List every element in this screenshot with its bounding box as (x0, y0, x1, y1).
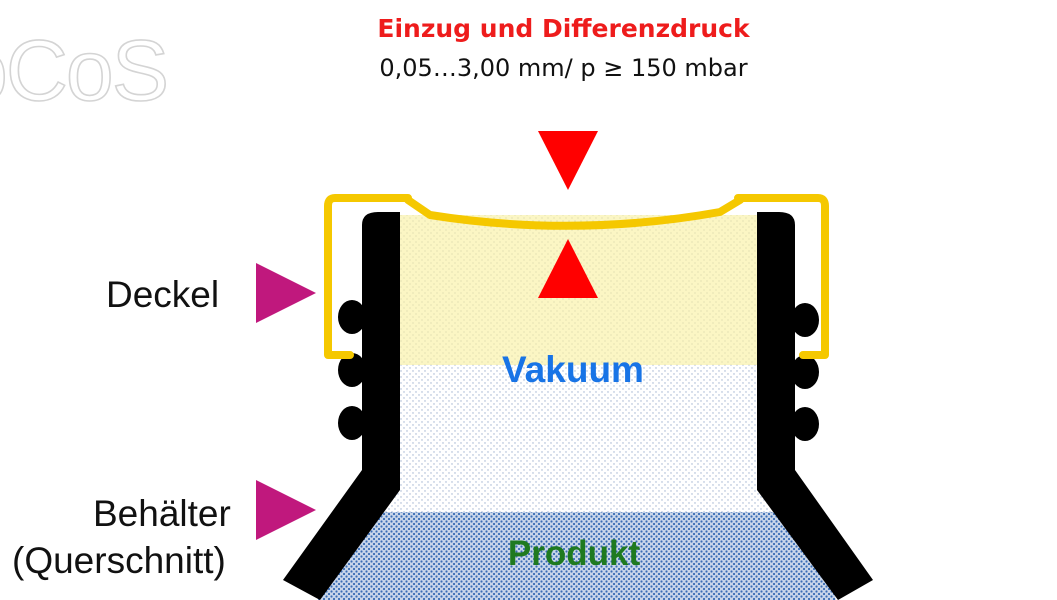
cross-section-label: (Querschnitt) (12, 540, 226, 581)
container-pointer-icon (256, 480, 316, 540)
lid (324, 194, 829, 359)
container-label: Behälter (93, 493, 231, 534)
container-left-wall (283, 212, 400, 600)
product-region (318, 512, 836, 600)
lid-pointer-icon (256, 263, 316, 323)
container-right-wall (757, 212, 873, 600)
watermark-logo: oCoS (0, 23, 167, 119)
vacuum-label: Vakuum (502, 349, 644, 390)
diagram-title: Einzug und Differenzdruck (377, 14, 750, 43)
arrow-down-icon (538, 131, 598, 190)
product-label: Produkt (508, 534, 641, 573)
lid-label: Deckel (106, 274, 220, 315)
arrow-up-icon (538, 239, 598, 298)
diagram-subtitle: 0,05…3,00 mm/ p ≥ 150 mbar (379, 54, 748, 82)
